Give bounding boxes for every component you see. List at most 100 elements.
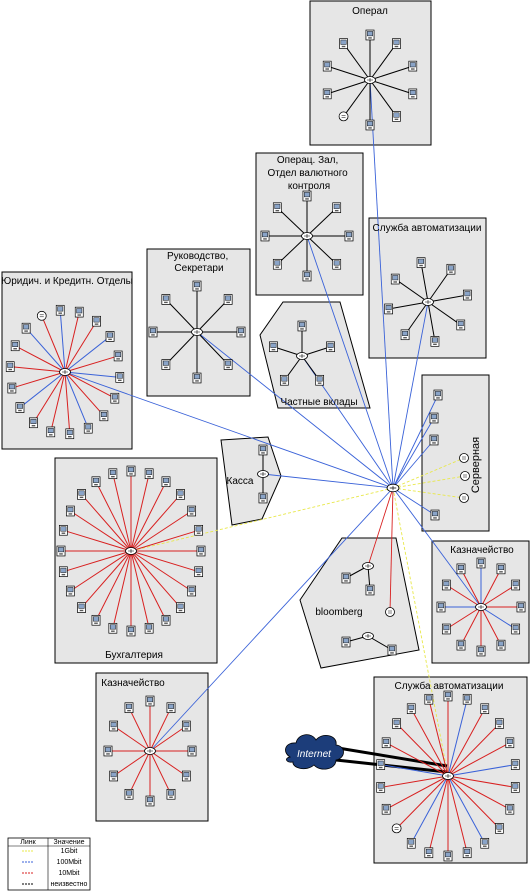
workstation-icon xyxy=(7,382,17,394)
workstation-icon xyxy=(315,374,325,386)
lan-link xyxy=(447,775,486,844)
workstation-icon xyxy=(416,257,426,269)
workstation-icon xyxy=(77,602,87,613)
lan-link xyxy=(81,550,132,608)
workstation-icon xyxy=(424,693,434,705)
workstation-icon xyxy=(391,110,401,122)
workstation-icon xyxy=(341,636,351,648)
workstation-icon xyxy=(161,614,171,626)
workstation-icon xyxy=(381,803,391,815)
core-switch-icon xyxy=(386,483,400,493)
workstation-icon xyxy=(462,693,472,705)
lan-link xyxy=(95,550,132,621)
switch-icon xyxy=(301,232,313,240)
lan-link xyxy=(460,606,482,646)
workstation-icon xyxy=(5,361,15,373)
lan-link xyxy=(447,775,468,853)
lan-link xyxy=(447,775,500,829)
workstation-icon xyxy=(476,557,486,569)
workstation-icon xyxy=(441,579,451,591)
workstation-icon xyxy=(187,585,197,597)
internet-link xyxy=(337,746,448,768)
workstation-icon xyxy=(110,392,120,404)
workstation-icon xyxy=(126,625,136,637)
switch-icon xyxy=(475,603,487,611)
lan-link xyxy=(112,550,132,629)
workstation-icon xyxy=(92,315,102,327)
lan-link xyxy=(64,371,71,434)
workstation-icon xyxy=(145,695,155,707)
workstation-icon xyxy=(387,644,397,656)
lan-link xyxy=(447,699,468,777)
workstation-icon xyxy=(505,803,515,815)
workstation-icon xyxy=(480,837,490,849)
workstation-icon xyxy=(148,326,158,338)
group-rukov-box xyxy=(146,248,251,397)
workstation-icon xyxy=(322,60,332,72)
title-urid: Юридич. и Кредитн. Отделы xyxy=(1,276,133,287)
workstation-icon xyxy=(302,190,312,202)
title-buh: Бухгалтерия xyxy=(105,650,163,661)
lan-link xyxy=(50,371,66,433)
workstation-icon xyxy=(430,335,440,347)
workstation-icon xyxy=(516,601,526,613)
lan-link xyxy=(130,494,181,552)
lan-link xyxy=(427,301,462,326)
workstation-icon xyxy=(144,622,154,634)
lan-link xyxy=(130,550,192,592)
workstation-icon xyxy=(65,428,75,440)
workstation-icon xyxy=(258,492,268,504)
workstation-icon xyxy=(476,645,486,657)
title-operzal: Операл xyxy=(352,6,388,17)
lan-link xyxy=(460,568,482,608)
workstation-icon xyxy=(365,29,375,41)
group-links xyxy=(10,35,521,856)
lan-link xyxy=(327,79,371,95)
workstation-icon xyxy=(400,329,410,341)
workstation-icon xyxy=(496,639,506,651)
lan-link xyxy=(447,775,511,810)
workstation-icon xyxy=(258,444,268,456)
lan-link xyxy=(64,336,111,373)
workstation-icon xyxy=(175,602,185,613)
lan-link xyxy=(10,366,66,373)
title-rukov: Руководство, Секретари xyxy=(167,251,231,274)
workstation-icon xyxy=(446,263,456,275)
lan-link xyxy=(480,568,502,608)
lan-link xyxy=(420,262,429,303)
lan-link xyxy=(64,355,119,373)
workstation-icon xyxy=(494,822,504,834)
backbone-link xyxy=(392,301,429,489)
lan-link xyxy=(385,775,449,810)
backbone-link xyxy=(367,487,394,567)
server-link xyxy=(392,394,439,489)
backbone-link xyxy=(369,79,394,489)
lan-link xyxy=(369,65,413,81)
workstation-icon xyxy=(187,505,197,517)
workstation-icon xyxy=(145,795,155,807)
server-icon xyxy=(459,453,469,463)
workstation-icon xyxy=(58,524,68,536)
title-kazna-left: Казначейство xyxy=(101,678,165,689)
workstation-icon xyxy=(510,759,520,771)
lan-link xyxy=(306,207,338,237)
group-avtomat-bottom-box xyxy=(373,676,528,864)
backbone-link xyxy=(392,487,449,777)
lan-link xyxy=(25,327,66,373)
lan-link xyxy=(130,550,167,621)
workstation-icon xyxy=(332,258,342,270)
workstation-icon xyxy=(65,585,75,597)
lan-link xyxy=(369,79,397,117)
workstation-icon xyxy=(480,703,490,715)
lan-link xyxy=(113,725,151,752)
workstation-icon xyxy=(433,389,443,401)
lan-link xyxy=(388,301,429,310)
workstation-icon xyxy=(341,572,351,584)
workstation-icon xyxy=(91,614,101,626)
workstation-icon xyxy=(108,622,118,634)
lan-link xyxy=(446,584,482,608)
lan-link xyxy=(427,268,452,303)
workstation-icon xyxy=(21,322,31,334)
switch-icon xyxy=(362,632,374,640)
